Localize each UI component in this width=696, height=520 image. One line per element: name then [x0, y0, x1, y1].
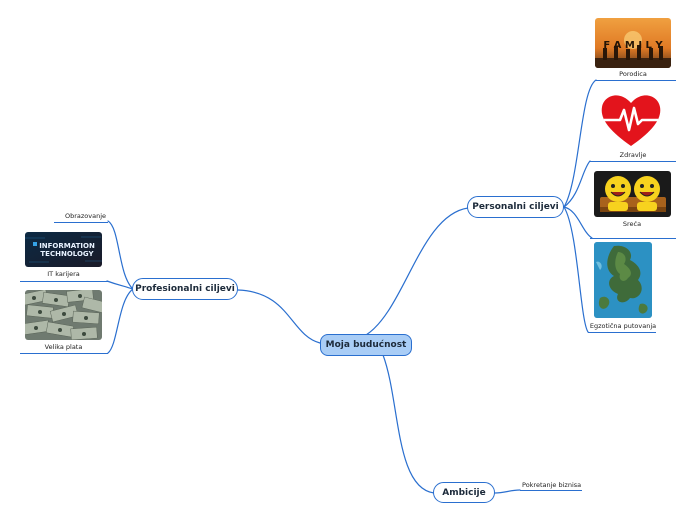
- link-personal-travel: [563, 206, 589, 333]
- link-personal-family: [563, 79, 597, 208]
- family-letters: F A M I L Y: [603, 40, 663, 51]
- leaf-health[interactable]: Zdravlje: [619, 151, 647, 159]
- topic-personal[interactable]: Personalni ciljevi: [467, 196, 564, 218]
- link-prof-edu: [107, 220, 134, 290]
- topic-personal-label: Personalni ciljevi: [472, 202, 559, 212]
- root-node[interactable]: Moja budućnost: [320, 334, 412, 356]
- it-line1: INFORMATION: [39, 242, 95, 250]
- leaf-education[interactable]: Obrazovanje: [64, 212, 106, 220]
- leaf-business-underline: [520, 490, 582, 491]
- leaf-family[interactable]: Porodica: [619, 70, 647, 78]
- topic-ambitions-label: Ambicije: [442, 487, 486, 498]
- leaf-family-underline: [596, 80, 676, 81]
- leaf-salary[interactable]: Velika plata: [44, 343, 83, 351]
- link-personal-health: [563, 160, 591, 208]
- leaf-travel[interactable]: Egzotična putovanja: [589, 322, 657, 330]
- link-amb-business: [494, 489, 521, 494]
- leaf-education-underline: [54, 222, 108, 223]
- link-root-ambitions: [382, 354, 435, 494]
- leaf-salary-underline: [20, 353, 108, 354]
- link-root-professional: [237, 289, 321, 344]
- it-line2: TECHNOLOGY: [40, 250, 94, 258]
- salary-image: [25, 290, 102, 340]
- topic-professional[interactable]: Profesionalni ciljevi: [132, 278, 238, 300]
- it-image: INFORMATION TECHNOLOGY: [25, 232, 102, 267]
- link-personal-happiness: [563, 206, 593, 239]
- leaf-it-career-underline: [20, 281, 108, 282]
- leaf-it-career[interactable]: IT karijera: [47, 270, 80, 278]
- health-image: [598, 90, 664, 150]
- root-label: Moja budućnost: [325, 340, 407, 350]
- happiness-image: [594, 171, 671, 217]
- link-prof-it: [106, 280, 134, 290]
- travel-image: [594, 242, 652, 318]
- leaf-business[interactable]: Pokretanje biznisa: [522, 481, 582, 489]
- leaf-travel-underline: [588, 332, 656, 333]
- link-root-personal: [365, 207, 469, 336]
- link-prof-salary: [107, 288, 134, 354]
- leaf-health-underline: [590, 161, 676, 162]
- topic-ambitions[interactable]: Ambicije: [433, 482, 495, 503]
- family-image: F A M I L Y: [595, 18, 671, 68]
- leaf-happiness[interactable]: Sreća: [622, 220, 642, 228]
- topic-professional-label: Profesionalni ciljevi: [135, 284, 235, 294]
- leaf-happiness-underline: [590, 238, 676, 239]
